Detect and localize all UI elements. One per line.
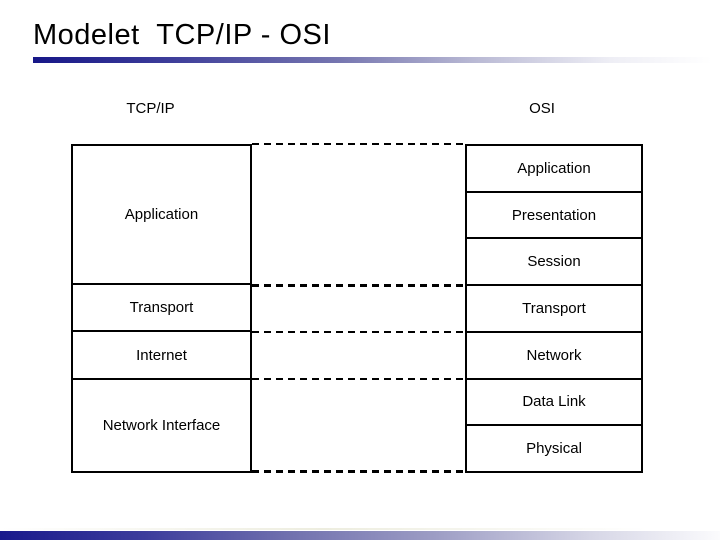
dashed-connector-bottom <box>252 470 465 473</box>
osi-layer-physical: Physical <box>467 424 641 471</box>
osi-layer-stack: Application Presentation Session Transpo… <box>465 144 643 473</box>
tcpip-column-header: TCP/IP <box>126 100 175 117</box>
footer-faint-rule <box>0 528 720 530</box>
slide-title: Modelet TCP/IP - OSI <box>33 19 331 51</box>
title-underline-rule <box>33 57 712 63</box>
osi-layer-network: Network <box>467 330 641 378</box>
tcpip-layer-transport: Transport <box>73 282 250 331</box>
osi-layer-data-link: Data Link <box>467 377 641 425</box>
dashed-connector-session-transport <box>252 284 465 287</box>
osi-layer-session: Session <box>467 237 641 284</box>
footer-gradient-rule <box>0 531 720 540</box>
osi-column-header: OSI <box>529 100 555 117</box>
tcpip-layer-stack: Application Transport Internet Network I… <box>71 144 252 473</box>
tcpip-layer-network-interface: Network Interface <box>73 377 250 471</box>
osi-layer-application: Application <box>517 159 591 177</box>
dashed-connector-transport-network <box>252 331 465 333</box>
osi-layer-presentation: Presentation <box>467 190 641 238</box>
dashed-connector-network-datalink <box>252 378 465 380</box>
osi-layer-transport: Transport <box>467 284 641 331</box>
tcpip-layer-application: Application <box>124 205 199 223</box>
tcpip-layer-internet: Internet <box>73 330 250 378</box>
dashed-connector-top <box>252 143 465 145</box>
